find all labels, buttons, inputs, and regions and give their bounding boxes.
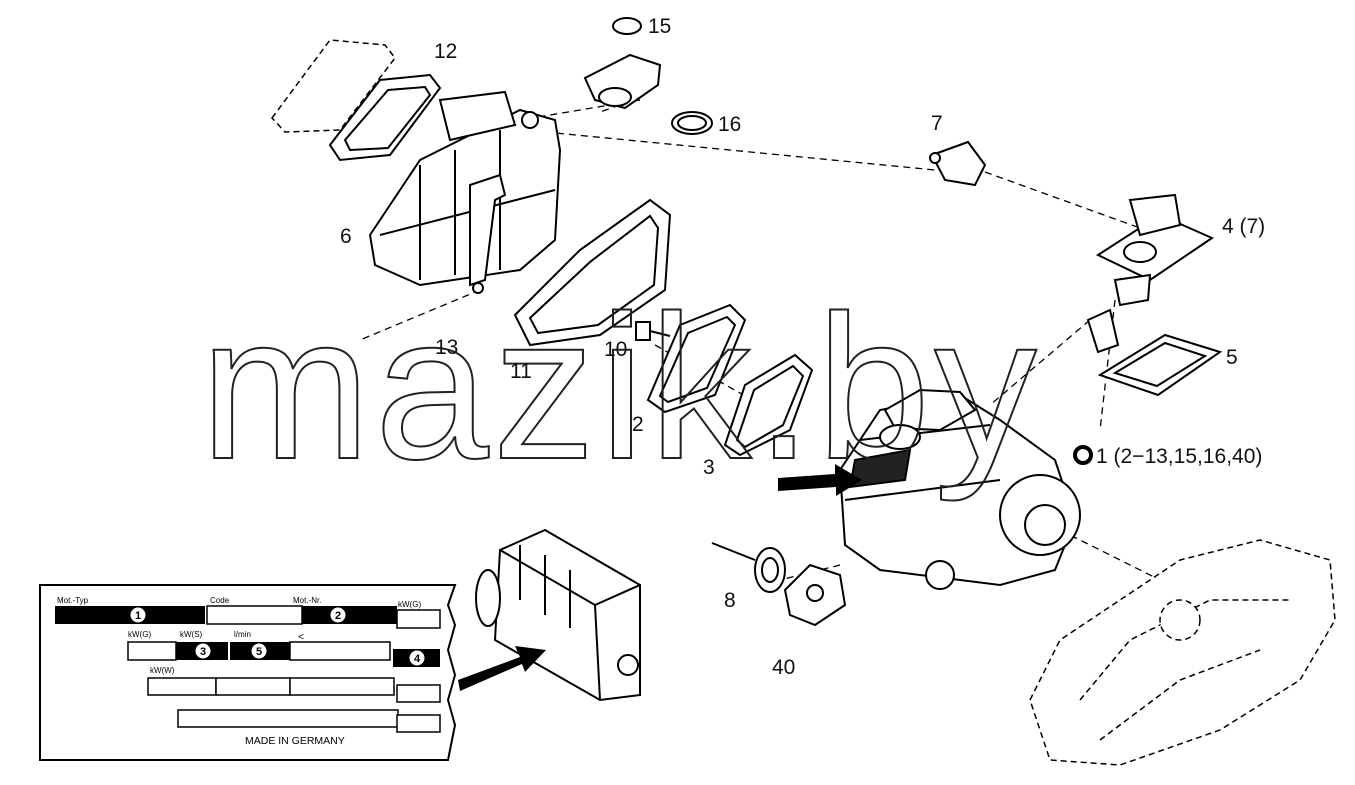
- part-11-cover-gasket: [513, 198, 672, 347]
- part-2-gasket: [646, 303, 747, 414]
- part-10-screw: [635, 321, 671, 341]
- pointer-arrow-motor: [458, 646, 546, 691]
- label-made-in: MADE IN GERMANY: [245, 735, 345, 747]
- part-1-main-pump: [838, 388, 1081, 590]
- badge-3: 3: [200, 646, 206, 658]
- callout-4: 4 (7): [1222, 215, 1265, 238]
- callout-8: 8: [724, 589, 736, 612]
- badge-2: 2: [335, 610, 341, 622]
- motor-block: [475, 528, 641, 702]
- callout-3: 3: [703, 456, 715, 479]
- label-kw-w: kW(W): [150, 666, 175, 675]
- nameplate: Mot.-Typ Code Mot.-Nr. kW(G) 1 2 kW(G) k…: [39, 584, 457, 761]
- part-12-gasket: [271, 39, 442, 162]
- callouts: 15 16 12 7 4 (7) 6 5 13 10 11 2 3 1 (2−1…: [340, 15, 1265, 679]
- label-mot-nr: Mot.-Nr.: [293, 596, 321, 605]
- part-7-lever: [929, 140, 987, 187]
- label-code: Code: [210, 596, 230, 605]
- engine-block-outline: [1029, 539, 1336, 766]
- label-mot-typ: Mot.-Typ: [57, 596, 89, 605]
- callout-12: 12: [434, 40, 457, 63]
- badge-1: 1: [135, 610, 141, 622]
- part-4-plate-assembly: [1086, 193, 1215, 354]
- part-5-gasket: [1097, 333, 1223, 397]
- callout-7: 7: [931, 112, 943, 135]
- label-kw-g: kW(G): [128, 630, 151, 639]
- part-8-shaft: [711, 542, 786, 593]
- callout-15: 15: [648, 15, 671, 38]
- badge-5: 5: [256, 646, 262, 658]
- label-kw-g-top: kW(G): [398, 600, 421, 609]
- ring-icon: [1073, 445, 1093, 465]
- label-lt: <: [298, 631, 304, 643]
- part-15-16-cover: [583, 17, 713, 135]
- part-3-gasket: [723, 353, 814, 457]
- part-6-governor-housing: [368, 90, 562, 294]
- callout-10: 10: [604, 338, 627, 361]
- callout-13: 13: [435, 336, 458, 359]
- callout-11: 11: [510, 360, 532, 383]
- callout-5: 5: [1226, 346, 1238, 369]
- part-40-flange: [783, 563, 847, 627]
- badge-4: 4: [414, 653, 421, 665]
- pointer-arrow-pump: [778, 464, 862, 496]
- watermark: mazik.by: [200, 273, 1041, 502]
- label-l-min: l/min: [234, 630, 251, 639]
- callout-6: 6: [340, 225, 352, 248]
- label-kw-s: kW(S): [180, 630, 203, 639]
- callout-16: 16: [718, 113, 741, 136]
- callout-2: 2: [632, 413, 644, 436]
- callout-1: 1 (2−13,15,16,40): [1096, 445, 1262, 468]
- callout-40: 40: [772, 656, 795, 679]
